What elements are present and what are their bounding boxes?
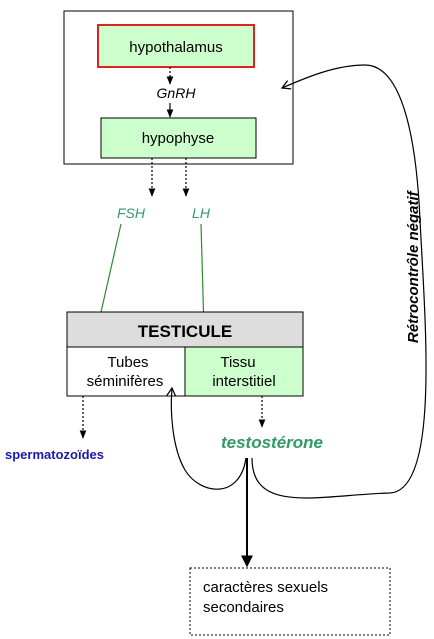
retrocontrole-label: Rétrocontrôle négatif — [405, 189, 422, 343]
tubes-label-line1: Tubes — [107, 354, 148, 371]
testosterone-label: testostérone — [221, 433, 323, 452]
hypothalamus-box — [97, 24, 255, 68]
hypothalamus-label: hypothalamus — [129, 39, 222, 56]
tissu-box — [184, 346, 304, 397]
hypophyse-box — [100, 117, 257, 159]
tissu-label-line2: interstitiel — [212, 373, 275, 390]
testicule-header — [66, 311, 304, 348]
tissu-label-line1: Tissu — [220, 354, 255, 371]
testosterone-to-tubes-curve — [166, 386, 247, 490]
gnrh-label: GnRH — [157, 85, 197, 101]
testicule-label: TESTICULE — [138, 322, 232, 341]
caracteres-label-line1: caractères sexuels — [203, 579, 328, 596]
tubes-box — [66, 346, 186, 397]
lh-label: LH — [192, 205, 211, 221]
fsh-label: FSH — [117, 205, 146, 221]
tubes-label-line2: séminifères — [87, 373, 164, 390]
spermatozoides-label: spermatozoïdes — [5, 447, 104, 462]
caracteres-box — [189, 567, 391, 636]
retrocontrole-feedback-loop — [251, 64, 427, 499]
caracteres-label-line2: secondaires — [203, 599, 284, 616]
hypophyse-label: hypophyse — [142, 130, 215, 147]
